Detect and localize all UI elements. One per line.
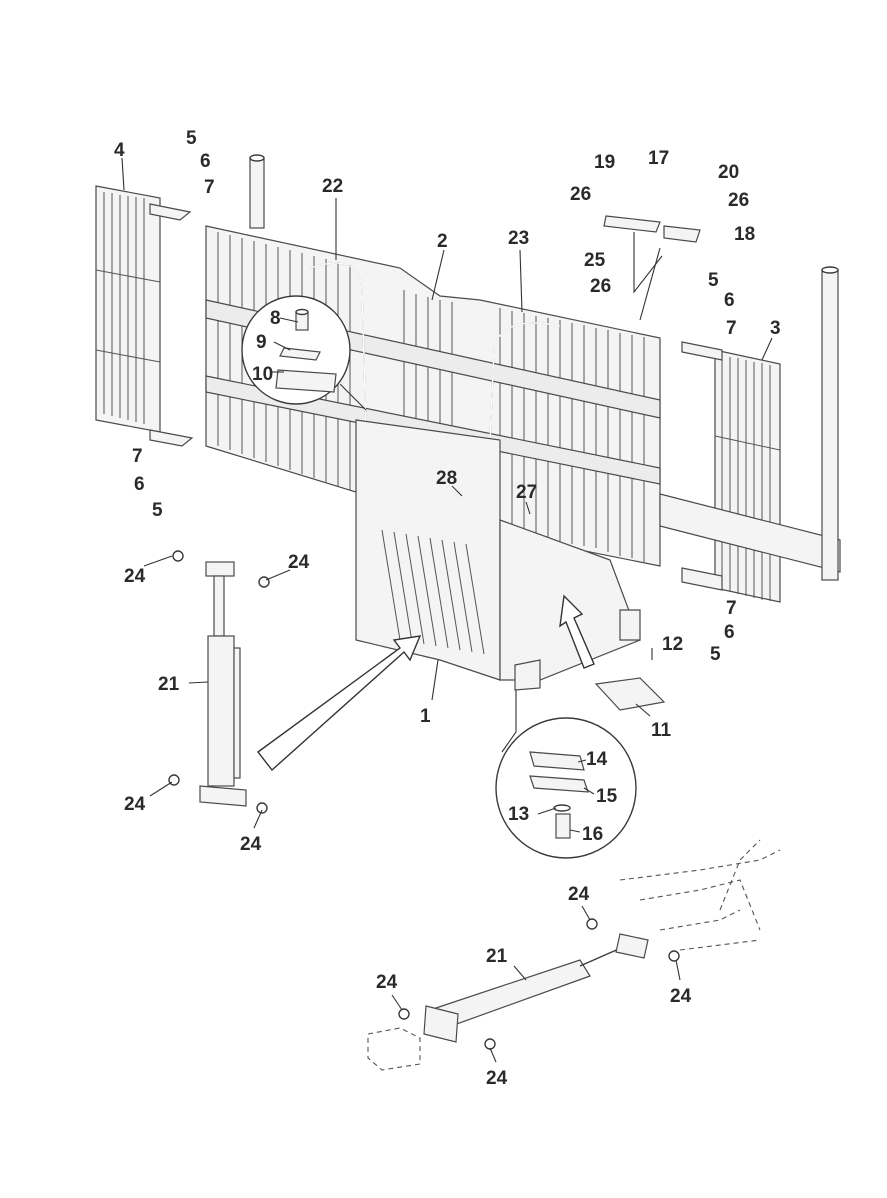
callout-28: 28 (436, 468, 457, 489)
callout-21: 21 (158, 674, 180, 695)
callout-8: 8 (270, 308, 281, 329)
callout-24: 24 (486, 1068, 508, 1089)
callout-5: 5 (186, 128, 197, 149)
left-side-grille-panel (95, 185, 194, 447)
callout-24: 24 (124, 794, 146, 815)
linkage-plate-assembly (603, 215, 701, 321)
callout-7: 7 (726, 598, 737, 619)
callout-24: 24 (568, 884, 590, 905)
callout-17: 17 (648, 148, 669, 169)
callout-25: 25 (584, 250, 606, 271)
hydraulic-cylinder-upright (168, 550, 270, 814)
mounting-plate (594, 677, 666, 711)
callout-9: 9 (256, 332, 267, 353)
detail-circle-mount (495, 690, 637, 859)
callout-2: 2 (437, 231, 448, 252)
callout-4: 4 (114, 140, 125, 161)
callout-7: 7 (132, 446, 143, 467)
callout-7: 7 (726, 318, 737, 339)
center-frame (355, 419, 641, 691)
callout-7: 7 (204, 177, 215, 198)
callout-5: 5 (152, 500, 163, 521)
callout-20: 20 (718, 162, 739, 183)
callout-15: 15 (596, 786, 618, 807)
callout-27: 27 (516, 482, 537, 503)
callout-24: 24 (124, 566, 146, 587)
callout-26: 26 (590, 276, 611, 297)
callout-11: 11 (651, 720, 672, 741)
callout-16: 16 (582, 824, 603, 845)
callout-labels: 1 2 3 4 5 6 7 7 6 5 5 6 7 7 6 5 8 9 10 1… (114, 128, 781, 1089)
hydraulic-tubes (309, 262, 561, 441)
callout-13: 13 (508, 804, 529, 825)
hydraulic-cylinder-horizontal (367, 839, 781, 1071)
right-side-grille-panel (659, 266, 841, 603)
callout-3: 3 (770, 318, 781, 339)
callout-21: 21 (486, 946, 508, 967)
callout-26: 26 (728, 190, 749, 211)
callout-5: 5 (708, 270, 719, 291)
callout-6: 6 (134, 474, 145, 495)
callout-6: 6 (724, 290, 735, 311)
callout-24: 24 (240, 834, 262, 855)
callout-14: 14 (586, 749, 608, 770)
callout-18: 18 (734, 224, 755, 245)
callout-10: 10 (252, 364, 273, 385)
callout-23: 23 (508, 228, 529, 249)
assembly-arrows (257, 594, 595, 772)
callout-24: 24 (670, 986, 692, 1007)
callout-5: 5 (710, 644, 721, 665)
callout-24: 24 (288, 552, 310, 573)
leader-lines (121, 157, 773, 1063)
callout-6: 6 (200, 151, 211, 172)
callout-12: 12 (662, 634, 683, 655)
callout-22: 22 (322, 176, 343, 197)
callout-1: 1 (420, 706, 431, 727)
callout-6: 6 (724, 622, 735, 643)
callout-26: 26 (570, 184, 591, 205)
callout-24: 24 (376, 972, 398, 993)
callout-19: 19 (594, 152, 615, 173)
